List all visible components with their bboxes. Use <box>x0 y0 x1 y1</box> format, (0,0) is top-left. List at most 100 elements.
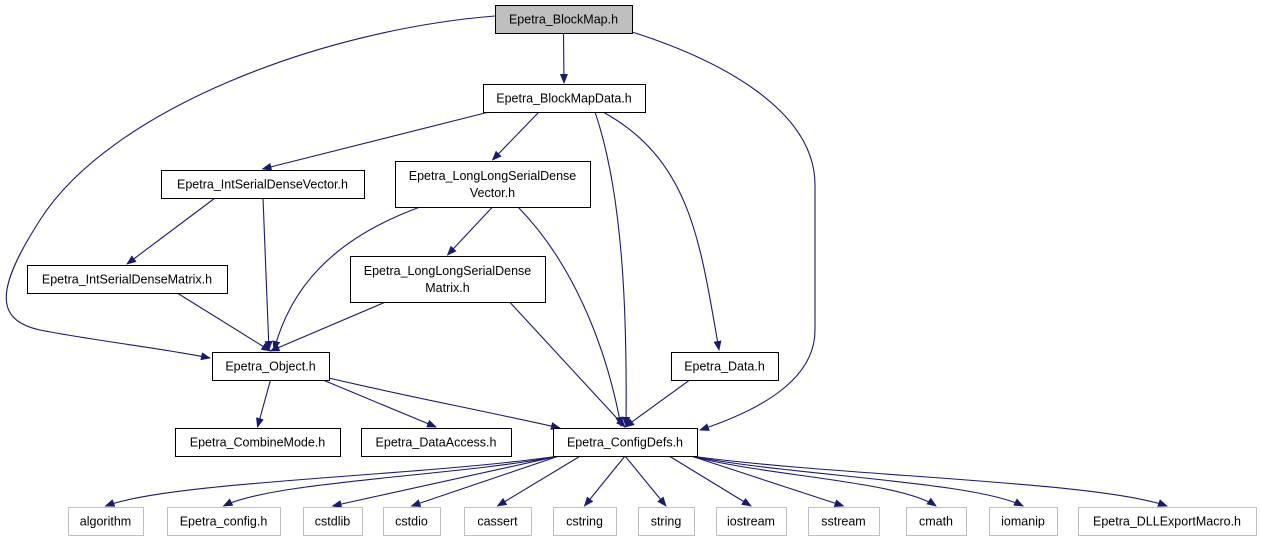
node-iostream[interactable]: iostream <box>716 507 787 536</box>
node-label-config: Epetra_config.h <box>180 515 268 529</box>
node-algorithm[interactable]: algorithm <box>68 507 144 536</box>
edge-object-to-combinemode <box>256 379 272 428</box>
node-config[interactable]: Epetra_config.h <box>167 507 281 536</box>
node-intmat[interactable]: Epetra_IntSerialDenseMatrix.h <box>27 265 228 294</box>
edge-object-to-dataaccess <box>322 379 437 428</box>
node-data[interactable]: Epetra_Data.h <box>671 352 779 381</box>
node-dllexport[interactable]: Epetra_DLLExportMacro.h <box>1078 507 1257 536</box>
node-box-config <box>167 507 281 536</box>
node-box-cmath <box>906 507 967 536</box>
node-box-object <box>212 352 330 381</box>
edge-configdefs-to-cstdio <box>410 455 560 507</box>
node-label-intmat: Epetra_IntSerialDenseMatrix.h <box>42 273 212 287</box>
edge-configdefs-to-sstream <box>690 455 845 507</box>
edge-configdefs-to-cstring <box>583 455 626 507</box>
edge-intvec-to-intmat <box>126 197 216 265</box>
node-label-blockmap: Epetra_BlockMap.h <box>509 13 618 27</box>
node-label-data: Epetra_Data.h <box>684 360 765 374</box>
node-label-configdefs: Epetra_ConfigDefs.h <box>567 436 683 450</box>
node-label-blockmapdata: Epetra_BlockMapData.h <box>496 92 632 106</box>
edge-configdefs-to-cstdlib <box>331 455 560 508</box>
node-label-llmat: Epetra_LongLongSerialDense <box>364 264 532 278</box>
edge-configdefs-to-iomanip <box>690 455 1024 507</box>
node-box-algorithm <box>68 507 144 536</box>
node-box-cstdlib <box>303 507 363 536</box>
edge-blockmapdata-to-configdefs <box>594 111 631 427</box>
node-box-intmat <box>27 265 228 294</box>
node-cstdlib[interactable]: cstdlib <box>303 507 363 536</box>
node-box-cstring <box>553 507 617 536</box>
edge-object-to-configdefs <box>328 377 561 430</box>
node-label-string: string <box>651 515 682 529</box>
node-label-cstdio: cstdio <box>395 515 428 529</box>
node-label-dllexport: Epetra_DLLExportMacro.h <box>1093 515 1241 529</box>
edge-configdefs-to-cmath <box>690 455 937 507</box>
node-label-object: Epetra_Object.h <box>225 360 315 374</box>
edge-configdefs-to-config <box>222 455 560 507</box>
node-label-combinemode: Epetra_CombineMode.h <box>190 436 326 450</box>
node-box-data <box>671 352 779 381</box>
node-box-configdefs <box>553 428 698 457</box>
node-label-sstream: sstream <box>821 515 865 529</box>
node-box-intvec <box>161 170 365 199</box>
edge-blockmapdata-to-llvec <box>491 111 540 161</box>
node-label-iomanip: iomanip <box>1001 515 1045 529</box>
node-layer: Epetra_BlockMap.hEpetra_BlockMapData.hEp… <box>27 5 1257 536</box>
node-label-cassert: cassert <box>477 515 518 529</box>
edge-llvec-to-object <box>272 206 421 351</box>
edge-blockmapdata-to-data <box>602 111 722 351</box>
node-dataaccess[interactable]: Epetra_DataAccess.h <box>361 428 512 457</box>
node-cstdio[interactable]: cstdio <box>383 507 441 536</box>
edge-blockmapdata-to-intvec <box>261 111 490 171</box>
node-box-combinemode <box>175 428 341 457</box>
edge-llmat-to-object <box>269 301 386 352</box>
edge-intmat-to-object <box>176 292 272 352</box>
node-label-intvec: Epetra_IntSerialDenseVector.h <box>177 178 348 192</box>
node-iomanip[interactable]: iomanip <box>989 507 1058 536</box>
node-box-cstdio <box>383 507 441 536</box>
node-configdefs[interactable]: Epetra_ConfigDefs.h <box>553 428 698 457</box>
edge-configdefs-to-dllexport <box>690 455 1168 507</box>
node-object[interactable]: Epetra_Object.h <box>212 352 330 381</box>
node-label-cmath: cmath <box>919 515 953 529</box>
edge-blockmap-to-object <box>5 15 496 361</box>
edge-llvec-to-llmat <box>446 206 493 256</box>
node-label-algorithm: algorithm <box>80 515 131 529</box>
edge-configdefs-to-iostream <box>668 455 752 507</box>
edge-blockmap-to-configdefs <box>631 31 816 431</box>
node-combinemode[interactable]: Epetra_CombineMode.h <box>175 428 341 457</box>
edge-llmat-to-configdefs <box>509 301 626 428</box>
node-blockmap[interactable]: Epetra_BlockMap.h <box>495 5 633 34</box>
node-cmath[interactable]: cmath <box>906 507 967 536</box>
node-cassert[interactable]: cassert <box>464 507 532 536</box>
node-label-cstdlib: cstdlib <box>315 515 350 529</box>
node-label-iostream: iostream <box>727 515 775 529</box>
edge-blockmap-to-blockmapdata <box>559 32 568 84</box>
node-box-dataaccess <box>361 428 512 457</box>
edge-configdefs-to-algorithm <box>104 455 560 507</box>
node-box-string <box>638 507 695 536</box>
edge-llvec-to-configdefs <box>517 206 624 427</box>
node-blockmapdata[interactable]: Epetra_BlockMapData.h <box>483 84 646 113</box>
edge-intvec-to-object <box>262 197 273 351</box>
node-box-llmat <box>350 256 546 303</box>
node-label-dataaccess: Epetra_DataAccess.h <box>376 436 497 450</box>
node-label-llmat: Matrix.h <box>425 281 470 295</box>
edge-data-to-configdefs <box>624 379 690 428</box>
node-cstring[interactable]: cstring <box>553 507 617 536</box>
edge-configdefs-to-string <box>624 455 667 507</box>
node-box-blockmap <box>495 5 633 34</box>
node-box-cassert <box>464 507 532 536</box>
node-box-iostream <box>716 507 787 536</box>
edge-configdefs-to-cassert <box>496 455 581 507</box>
node-box-iomanip <box>989 507 1058 536</box>
node-sstream[interactable]: sstream <box>808 507 880 536</box>
node-label-llvec: Vector.h <box>470 186 515 200</box>
node-box-llvec <box>395 161 591 208</box>
node-box-blockmapdata <box>483 84 646 113</box>
node-label-cstring: cstring <box>566 515 603 529</box>
node-intvec[interactable]: Epetra_IntSerialDenseVector.h <box>161 170 365 199</box>
node-string[interactable]: string <box>638 507 695 536</box>
